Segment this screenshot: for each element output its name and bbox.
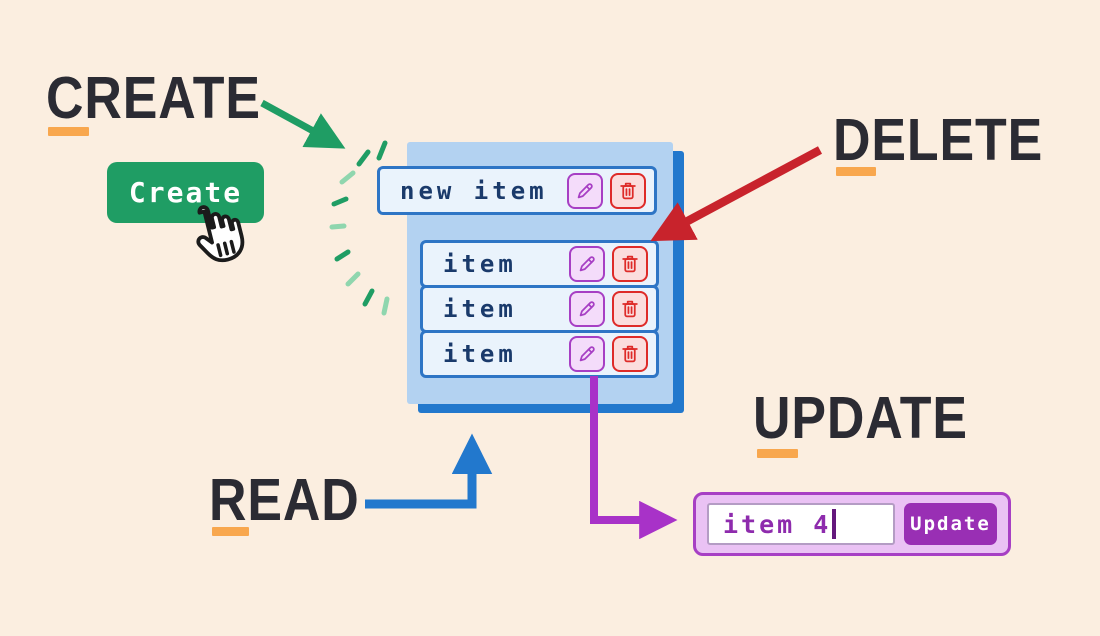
update-heading: UPDATE <box>753 385 968 451</box>
text-cursor-bar <box>832 509 836 539</box>
read-underline <box>212 527 249 536</box>
row-actions <box>569 336 656 372</box>
new-item-row: new item <box>377 166 657 215</box>
item-label: item <box>443 250 517 278</box>
pencil-icon <box>576 343 598 365</box>
create-heading: CREATE <box>46 65 261 131</box>
pencil-icon <box>576 298 598 320</box>
read-arrow <box>365 433 493 509</box>
row-actions <box>569 291 656 327</box>
edit-button[interactable] <box>569 336 605 372</box>
update-button[interactable]: Update <box>904 503 997 545</box>
trash-icon <box>617 180 639 202</box>
row-actions <box>569 246 656 282</box>
update-input[interactable]: item 4 <box>707 503 895 545</box>
trash-icon <box>619 343 641 365</box>
read-heading: READ <box>209 467 360 533</box>
edit-button[interactable] <box>569 246 605 282</box>
delete-button[interactable] <box>612 291 648 327</box>
update-widget: item 4 Update <box>693 492 1011 556</box>
hand-cursor-icon <box>196 205 245 263</box>
pencil-icon <box>574 180 596 202</box>
create-arrow <box>260 99 346 149</box>
item-label: item <box>443 295 517 323</box>
create-underline <box>48 127 89 136</box>
delete-arrow <box>650 146 823 242</box>
list-item-row: item <box>420 285 659 333</box>
trash-icon <box>619 298 641 320</box>
delete-button[interactable] <box>610 172 646 209</box>
update-underline <box>757 449 798 458</box>
create-button[interactable]: Create <box>107 162 264 223</box>
delete-heading: DELETE <box>833 107 1044 173</box>
list-item-row: item <box>420 240 659 288</box>
list-item-row: item <box>420 330 659 378</box>
delete-underline <box>836 167 876 176</box>
item-label: item <box>443 340 517 368</box>
row-actions <box>567 172 654 209</box>
new-item-label: new item <box>400 176 548 205</box>
update-input-value: item 4 <box>723 509 832 539</box>
delete-button[interactable] <box>612 336 648 372</box>
pencil-icon <box>576 253 598 275</box>
delete-button[interactable] <box>612 246 648 282</box>
edit-button[interactable] <box>569 291 605 327</box>
trash-icon <box>619 253 641 275</box>
edit-button[interactable] <box>567 172 603 209</box>
